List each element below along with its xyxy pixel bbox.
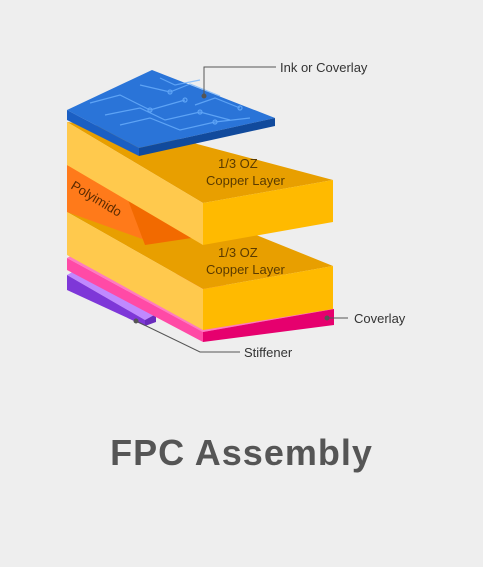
copper-bottom-label-line2: Copper Layer [206, 262, 285, 277]
copper-top-label-line1: 1/3 OZ [218, 156, 258, 171]
ink-coverlay-leader-dot [201, 93, 207, 99]
stiffener-leader-line [135, 320, 240, 353]
stiffener-leader-dot [133, 318, 139, 324]
copper-top-label-line2: Copper Layer [206, 173, 285, 188]
ink-coverlay-leader-line [203, 66, 276, 96]
stiffener-callout-label: Stiffener [244, 345, 293, 360]
callout-leader-lines [133, 66, 348, 353]
coverlay-callout-label: Coverlay [354, 311, 406, 326]
circuit-trace-pattern [89, 77, 251, 131]
ink-coverlay-callout-label: Ink or Coverlay [280, 60, 368, 75]
copper-bottom-label-line1: 1/3 OZ [218, 245, 258, 260]
coverlay-leader-dot [324, 315, 330, 321]
ink-coverlay-top-layer [67, 70, 275, 156]
diagram-title: FPC Assembly [110, 432, 373, 473]
